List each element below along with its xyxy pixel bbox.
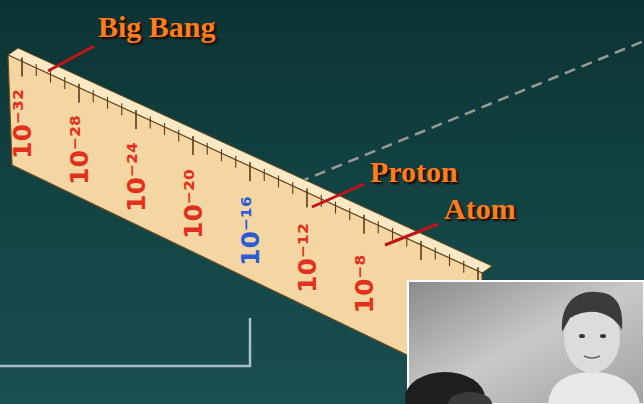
tick-mark (321, 195, 322, 207)
scale-number: 10⁻²⁸ (67, 115, 92, 185)
callout-label: Big Bang (98, 12, 216, 42)
tick-mark (93, 90, 94, 102)
tick-mark (135, 110, 137, 129)
ruler-ticks (22, 57, 478, 286)
bracket-line (0, 318, 250, 366)
tick-mark (21, 57, 23, 76)
callout-label: Atom (444, 194, 516, 224)
tick-mark (50, 71, 51, 83)
tick-mark (463, 261, 464, 273)
tick-mark (378, 221, 379, 233)
scale-number: 10⁻⁸ (352, 255, 377, 314)
portrait-photo (405, 281, 644, 404)
tick-mark (264, 169, 265, 181)
tick-mark (121, 103, 122, 115)
tick-mark (278, 175, 279, 187)
tick-mark (306, 189, 308, 208)
leader-line (48, 46, 94, 71)
tick-mark (363, 215, 365, 234)
tick-mark (192, 136, 194, 155)
dashed-line (265, 41, 644, 196)
scale-number: 10⁻²⁰ (181, 169, 206, 239)
tick-mark (249, 162, 251, 181)
callout-label: Proton (370, 157, 458, 187)
leader-line (385, 224, 438, 245)
tick-mark (164, 123, 165, 135)
tick-mark (107, 97, 108, 109)
scale-number: 10⁻¹² (295, 223, 320, 293)
tick-mark (392, 228, 393, 240)
tick-mark (221, 149, 222, 161)
scale-number: 10⁻²⁴ (124, 142, 149, 212)
tick-mark (420, 241, 422, 260)
scale-number: 10⁻³² (10, 89, 35, 159)
tick-mark (207, 143, 208, 155)
tick-mark (292, 182, 293, 194)
tick-mark (449, 254, 450, 266)
tick-mark (335, 202, 336, 214)
tick-mark (64, 77, 65, 89)
tick-mark (150, 116, 151, 128)
tick-mark (36, 64, 37, 76)
tick-mark (235, 156, 236, 168)
ruler-top-face (8, 48, 492, 273)
scale-number: 10⁻¹⁶ (238, 196, 263, 266)
tick-mark (435, 248, 436, 260)
tick-mark (78, 84, 80, 103)
tick-mark (349, 208, 350, 220)
leader-line (312, 184, 364, 207)
tick-mark (178, 130, 179, 142)
